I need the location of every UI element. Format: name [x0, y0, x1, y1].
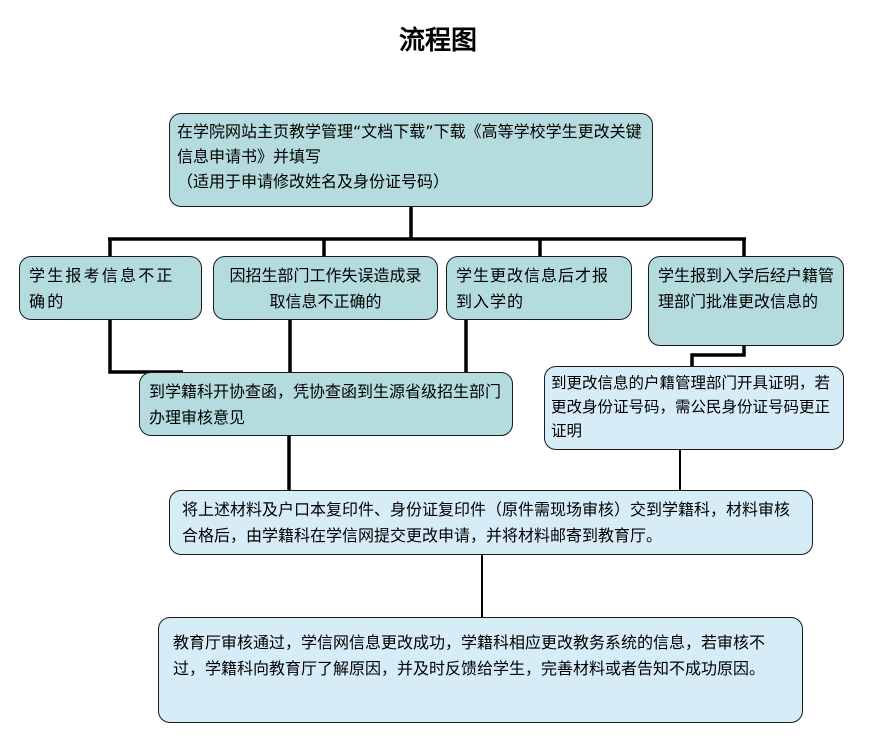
case-admission-error-text: 因招生部门工作失误造成录取信息不正确的 [229, 266, 422, 311]
chart-title: 流程图 [398, 26, 477, 56]
connector-case4-certificate [690, 346, 746, 366]
submit-materials-box: 将上述材料及户口本复印件、身份证复印件（原件需现场审核）交到学籍科，材料审核合格… [169, 490, 813, 555]
household-certificate-box: 到更改信息的户籍管理部门开具证明，若更改身份证号码，需公民身份证号码更正证明 [544, 366, 844, 450]
connector-case1-investigation [108, 320, 183, 374]
household-certificate-text: 到更改信息的户籍管理部门开具证明，若更改身份证号码，需公民身份证号码更正证明 [551, 374, 831, 440]
submit-materials-text: 将上述材料及户口本复印件、身份证复印件（原件需现场审核）交到学籍科，材料审核合格… [182, 500, 791, 545]
case-exam-info-box: 学生报考信息不正确的 [19, 256, 202, 320]
education-dept-result-box: 教育厅审核通过，学信网信息更改成功，学籍科相应更改教务系统的信息，若审核不过，学… [158, 617, 803, 723]
case-exam-info-text: 学生报考信息不正确的 [29, 266, 175, 311]
case-household-approved-box: 学生报到入学后经户籍管理部门批准更改信息的 [648, 256, 844, 346]
investigation-letter-text: 到学籍科开协查函，凭协查函到生源省级招生部门办理审核意见 [149, 382, 502, 427]
case-household-approved-text: 学生报到入学后经户籍管理部门批准更改信息的 [658, 266, 835, 311]
case-changed-before-enroll-text: 学生更改信息后才报到入学的 [456, 266, 610, 311]
education-dept-result-text: 教育厅审核通过，学信网信息更改成功，学籍科相应更改教务系统的信息，若审核不过，学… [173, 633, 766, 678]
download-form-text: 在学院网站主页教学管理“文档下载”下载《高等学校学生更改关键信息申请书》并填写 … [177, 122, 642, 191]
case-changed-before-enroll-box: 学生更改信息后才报到入学的 [446, 256, 632, 320]
case-admission-error-box: 因招生部门工作失误造成录取信息不正确的 [213, 256, 438, 320]
investigation-letter-box: 到学籍科开协查函，凭协查函到生源省级招生部门办理审核意见 [139, 372, 513, 436]
download-form-box: 在学院网站主页教学管理“文档下载”下载《高等学校学生更改关键信息申请书》并填写 … [169, 113, 653, 207]
